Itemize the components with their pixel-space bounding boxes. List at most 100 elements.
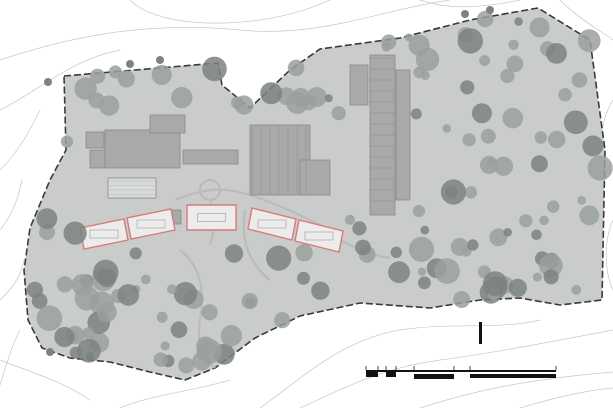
- tree-canopy-icon: [98, 95, 120, 116]
- tree-canopy-icon: [587, 155, 613, 181]
- contour-line: [559, 0, 613, 41]
- tree-canopy-icon: [260, 82, 283, 105]
- tree-canopy-icon: [412, 205, 425, 218]
- contour-line: [259, 319, 541, 408]
- tree-canopy-icon: [201, 304, 218, 321]
- tree-canopy-icon: [56, 276, 73, 293]
- tree-canopy-icon: [390, 246, 402, 258]
- tree-canopy-icon: [477, 10, 494, 28]
- guest-wing: [294, 219, 344, 253]
- main-hall: [104, 129, 181, 169]
- tree-canopy-icon: [117, 284, 140, 306]
- tree-canopy-icon: [482, 271, 508, 296]
- tree-canopy-icon: [129, 247, 142, 260]
- contour-line: [0, 359, 91, 401]
- tree-canopy-icon: [46, 348, 54, 356]
- tree-canopy-icon: [86, 352, 94, 360]
- tree-canopy-icon: [502, 107, 524, 129]
- tree-canopy-icon: [514, 17, 523, 26]
- tree-canopy-icon: [464, 186, 478, 199]
- tree-canopy-icon: [74, 77, 97, 100]
- contour-line: [0, 49, 121, 111]
- tree-canopy-icon: [266, 245, 292, 271]
- tree-canopy-icon: [506, 55, 524, 73]
- tree-canopy-icon: [54, 326, 75, 348]
- tree-canopy-icon: [571, 284, 582, 295]
- tree-canopy-icon: [96, 302, 117, 323]
- tree-canopy-icon: [582, 135, 604, 157]
- tree-canopy-icon: [548, 130, 566, 149]
- tree-canopy-icon: [440, 179, 466, 205]
- tree-canopy-icon: [418, 276, 431, 290]
- tree-canopy-icon: [331, 106, 346, 121]
- wing-room-grid: [89, 229, 119, 239]
- contour-line: [0, 259, 25, 301]
- contour-line: [519, 387, 613, 408]
- scale-bar-segment: [470, 374, 556, 378]
- tree-canopy-icon: [241, 292, 258, 310]
- guest-cluster: [299, 159, 331, 196]
- guest-wing: [247, 207, 297, 241]
- tree-canopy-icon: [519, 214, 533, 228]
- tree-canopy-icon: [90, 68, 106, 84]
- wing-room-grid: [136, 219, 166, 229]
- tree-canopy-icon: [274, 312, 291, 329]
- scale-bar-segment: [414, 374, 454, 379]
- annex-small: [89, 149, 106, 169]
- wing-room-grid: [304, 231, 334, 241]
- tree-canopy-icon: [539, 215, 549, 226]
- tree-canopy-icon: [170, 321, 188, 339]
- tree-canopy-icon: [153, 352, 168, 367]
- tree-canopy-icon: [489, 228, 508, 247]
- tree-canopy-icon: [529, 17, 550, 38]
- tree-canopy-icon: [26, 6, 613, 374]
- tree-canopy-icon: [480, 128, 496, 144]
- contour-line: [419, 371, 613, 408]
- guest-wing: [186, 204, 237, 231]
- contour-line: [299, 329, 613, 408]
- tree-canopy-icon: [344, 214, 355, 225]
- tree-canopy-icon: [355, 239, 371, 256]
- terrace-row: [349, 64, 369, 106]
- tree-canopy-icon: [453, 291, 471, 308]
- tree-canopy-icon: [543, 269, 559, 285]
- tree-canopy-icon: [220, 325, 242, 347]
- tree-canopy-icon: [60, 135, 73, 148]
- tree-canopy-icon: [196, 338, 222, 364]
- tree-canopy-icon: [76, 338, 101, 363]
- tree-canopy-icon: [140, 274, 151, 285]
- tree-canopy-icon: [467, 239, 479, 251]
- tree-canopy-icon: [295, 244, 313, 262]
- tree-canopy-icon: [408, 236, 435, 262]
- tree-canopy-icon: [508, 39, 519, 50]
- tree-canopy-icon: [410, 108, 422, 120]
- tree-canopy-icon: [117, 70, 135, 88]
- scale-bar-icon: [365, 366, 557, 379]
- tree-canopy-icon: [442, 124, 452, 133]
- tree-canopy-icon: [461, 10, 469, 18]
- tree-canopy-icon: [71, 274, 94, 296]
- scale-bar-segment: [386, 372, 396, 377]
- contour-line: [0, 329, 21, 386]
- tree-canopy-icon: [415, 47, 440, 72]
- tree-canopy-icon: [493, 156, 514, 176]
- tree-canopy-icon: [547, 200, 560, 213]
- tree-canopy-icon: [471, 103, 492, 124]
- tree-canopy-icon: [558, 88, 572, 102]
- tree-canopy-icon: [151, 64, 172, 85]
- contour-line: [0, 0, 451, 61]
- tree-canopy-icon: [352, 221, 367, 236]
- tree-canopy-icon: [171, 86, 193, 109]
- tree-canopy-icon: [126, 60, 134, 68]
- tree-canopy-icon: [460, 80, 475, 95]
- contour-line: [605, 219, 613, 291]
- tree-canopy-icon: [44, 78, 52, 86]
- tree-canopy-icon: [508, 278, 527, 297]
- tree-canopy-icon: [503, 228, 512, 237]
- tree-canopy-icon: [297, 271, 310, 285]
- tree-canopy-icon: [539, 253, 563, 278]
- annex-small: [85, 131, 105, 149]
- tree-canopy-icon: [36, 208, 58, 230]
- north-marker-bar: [479, 322, 482, 344]
- tree-canopy-icon: [563, 110, 588, 135]
